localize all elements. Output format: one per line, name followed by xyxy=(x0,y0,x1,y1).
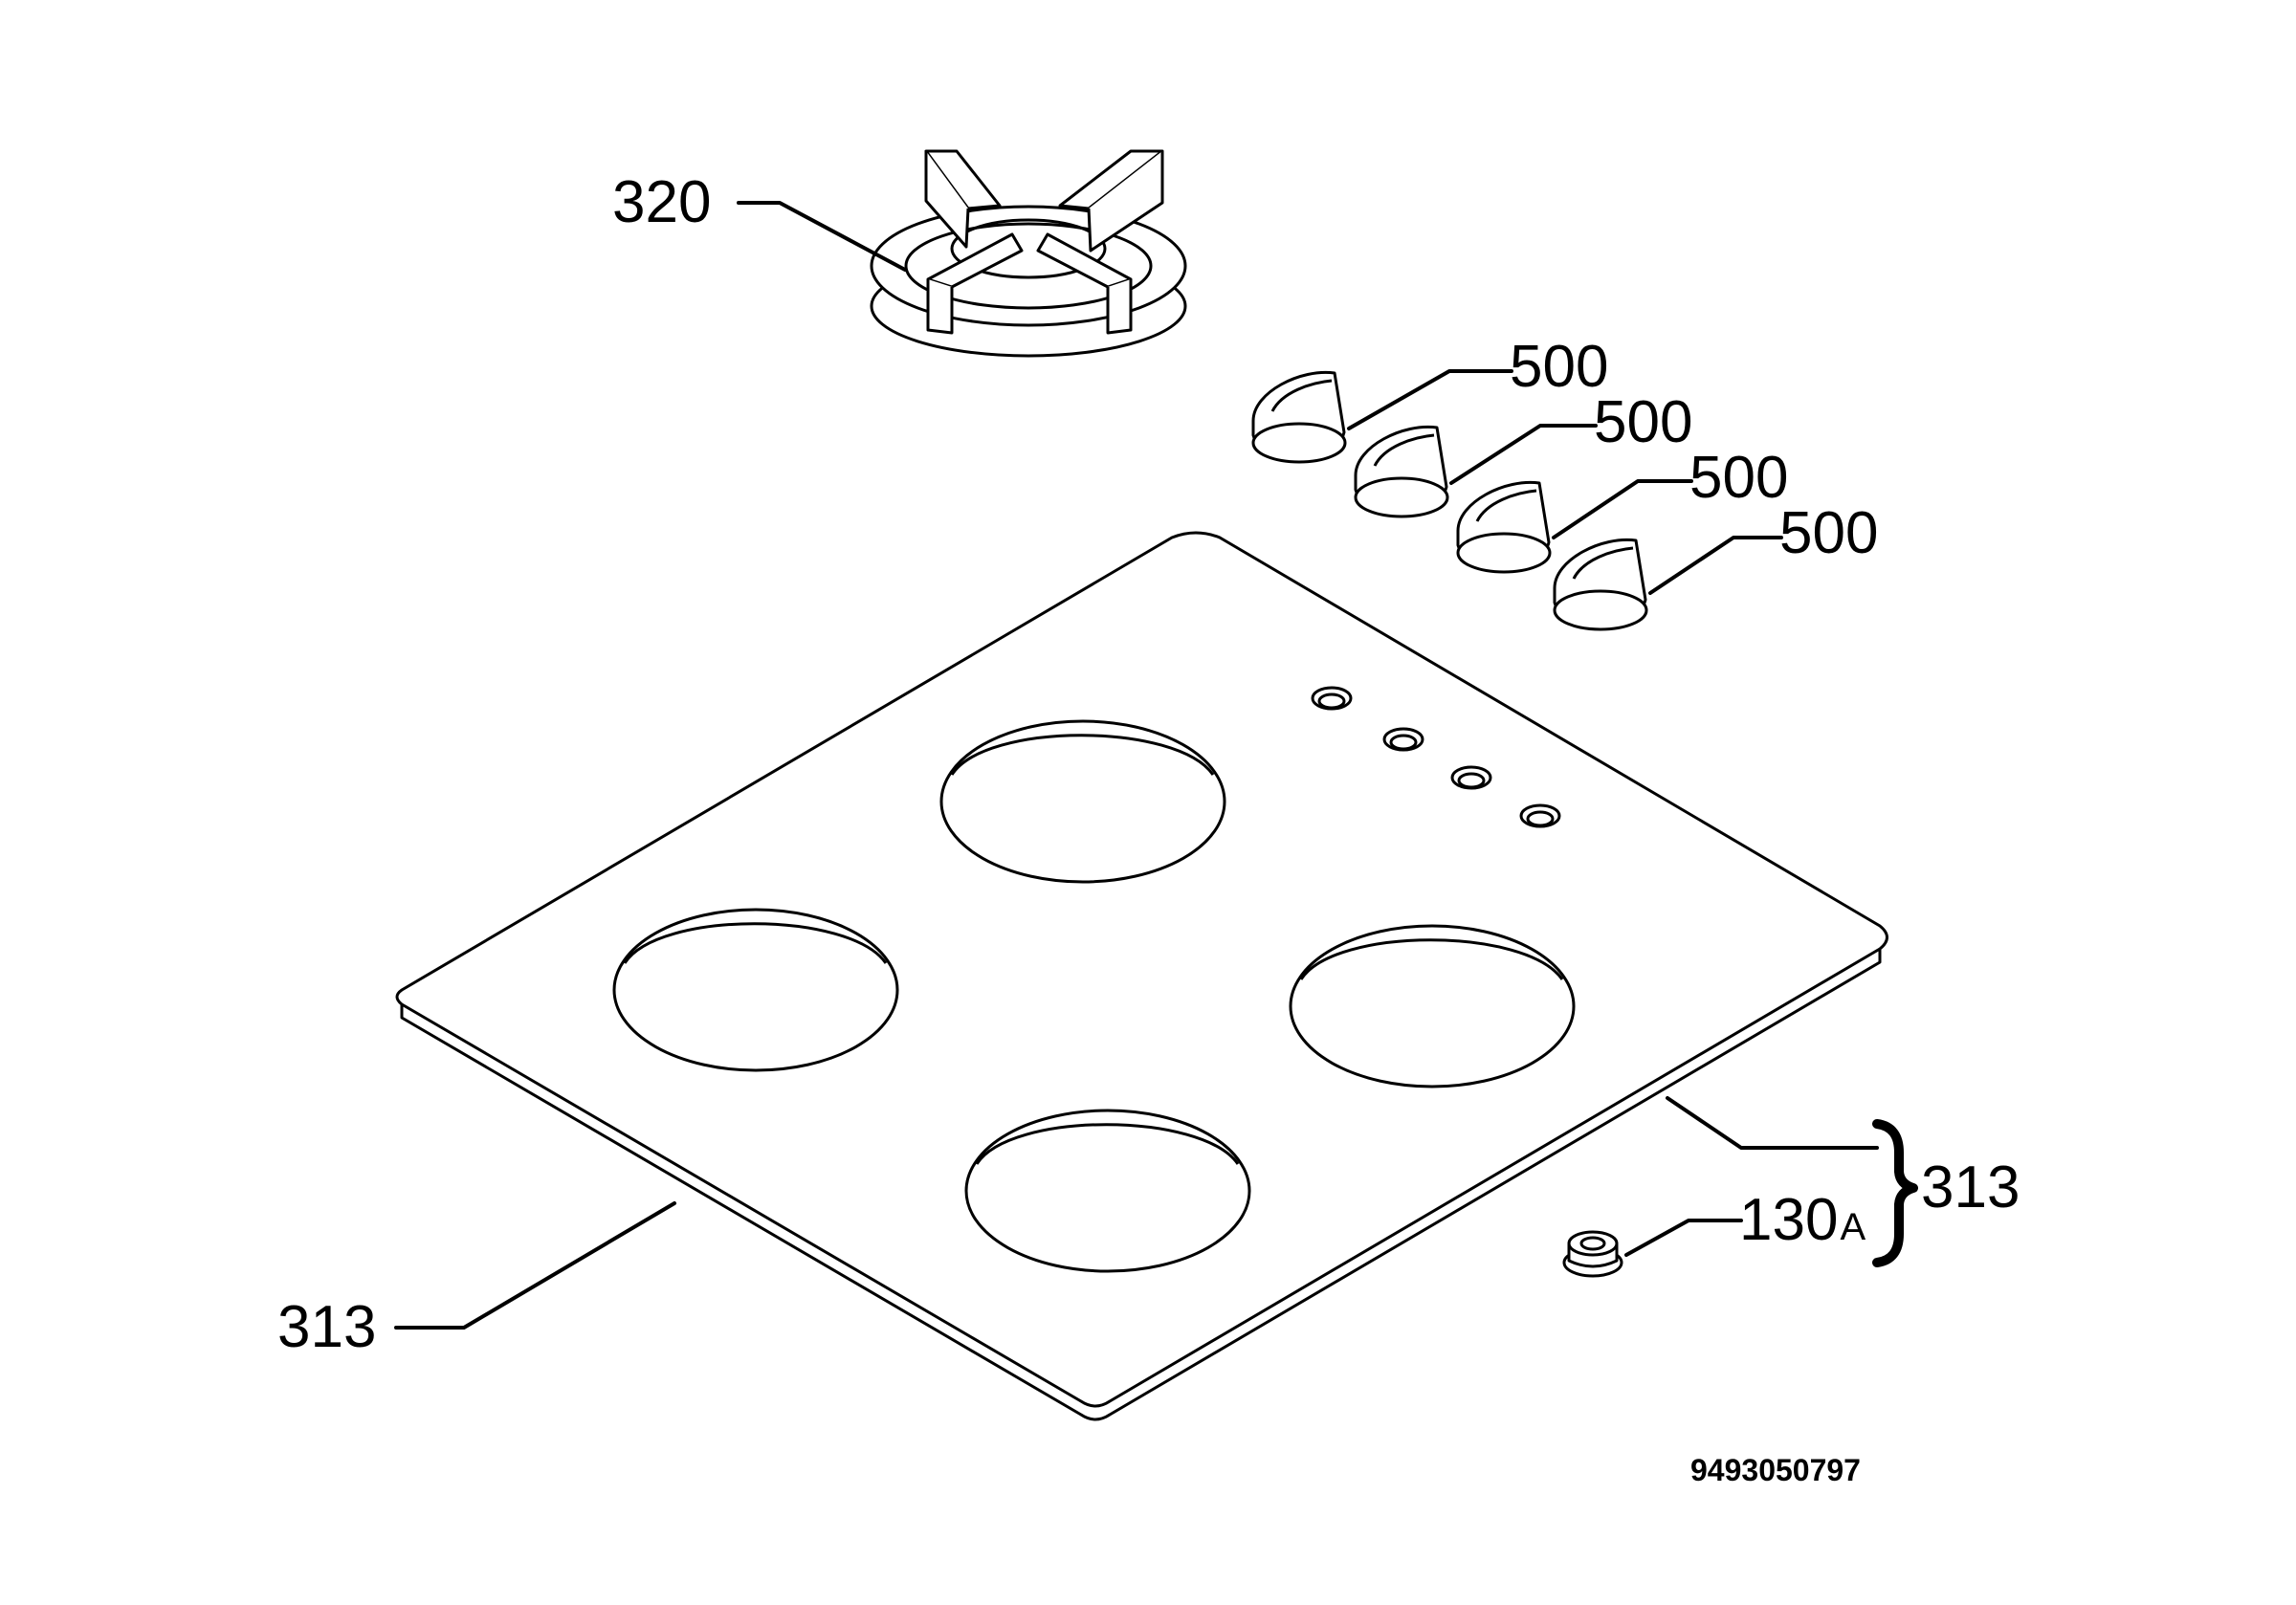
label-500-knob-1: 500 xyxy=(1510,334,1608,400)
knob-2 xyxy=(1354,425,1449,518)
hob-top-plate-illustration xyxy=(395,531,1888,1421)
knob-1 xyxy=(1251,370,1347,464)
leader-line-500-3 xyxy=(1552,479,1693,539)
leader-line-500-1 xyxy=(1347,369,1513,430)
leader-line-313-bracket xyxy=(1666,1096,1879,1150)
control-knobs-illustration xyxy=(1251,370,1648,631)
curly-brace-icon xyxy=(1872,1119,1918,1267)
grommet-illustration xyxy=(1562,1230,1623,1278)
burner-opening-rear xyxy=(939,719,1226,884)
label-500-knob-4: 500 xyxy=(1779,500,1878,566)
pan-support-illustration xyxy=(870,149,1187,358)
knob-3 xyxy=(1456,480,1552,574)
label-500-knob-3: 500 xyxy=(1689,445,1788,511)
drawing-number: 9493050797 xyxy=(1690,1453,1861,1487)
label-313-left: 313 xyxy=(277,1294,376,1360)
label-500-knob-2: 500 xyxy=(1594,389,1692,455)
leader-line-130a xyxy=(1624,1219,1743,1257)
leader-line-500-2 xyxy=(1449,424,1598,485)
leader-line-320 xyxy=(737,201,907,272)
leader-line-313-left xyxy=(394,1201,676,1330)
leader-line-500-4 xyxy=(1648,536,1783,595)
burner-opening-front xyxy=(964,1109,1251,1273)
label-313-group: 313 xyxy=(1921,1154,2020,1220)
label-130: 130A xyxy=(1739,1187,1866,1253)
burner-opening-right xyxy=(1289,924,1576,1088)
knob-4 xyxy=(1553,538,1648,631)
label-320: 320 xyxy=(612,169,711,235)
burner-opening-left xyxy=(612,908,899,1072)
